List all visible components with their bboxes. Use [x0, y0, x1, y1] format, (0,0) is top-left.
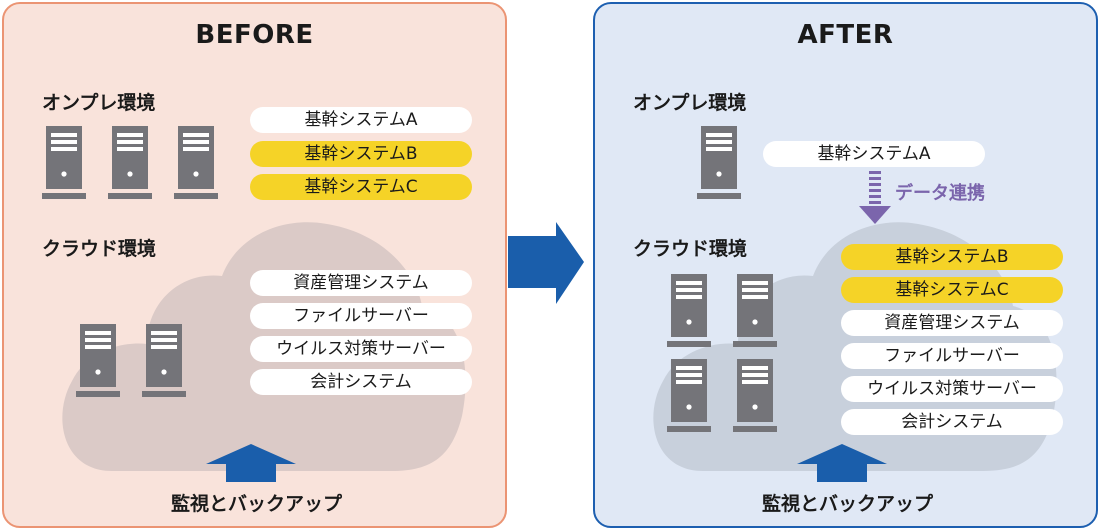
system-pill-core-b: 基幹システムB	[250, 141, 472, 167]
system-pill-core-c: 基幹システムC	[250, 174, 472, 200]
before-cloud-label: クラウド環境	[42, 238, 157, 260]
system-pill-core-c: 基幹システムC	[841, 277, 1063, 303]
before-onprem-label: オンプレ環境	[42, 92, 156, 114]
up-arrow-icon	[206, 444, 296, 482]
system-pill-core-a: 基幹システムA	[250, 107, 472, 133]
right-arrow-icon	[508, 222, 584, 304]
after-title: AFTER	[797, 20, 894, 50]
before-title: BEFORE	[195, 20, 314, 50]
system-pill-antivirus: ウイルス対策サーバー	[250, 336, 472, 362]
system-pill-antivirus: ウイルス対策サーバー	[841, 376, 1063, 402]
after-onprem-label: オンプレ環境	[633, 92, 747, 114]
system-pill-fileserver: ファイルサーバー	[250, 303, 472, 329]
system-pill-asset: 資産管理システム	[250, 270, 472, 296]
after-panel: AFTER オンプレ環境 基幹システムA データ連携 クラウド環境 基幹システム…	[593, 2, 1098, 528]
system-pill-core-a: 基幹システムA	[763, 141, 985, 167]
server-icon	[733, 274, 777, 349]
system-pill-asset: 資産管理システム	[841, 310, 1063, 336]
server-icon	[108, 126, 152, 201]
server-icon	[142, 324, 186, 399]
before-monitoring-label: 監視とバックアップ	[170, 493, 342, 515]
up-arrow-icon	[797, 444, 887, 482]
before-panel: BEFORE オンプレ環境 基幹システムA 基幹システムB 基幹システムC クラ…	[2, 2, 507, 528]
data-sync-label: データ連携	[895, 183, 985, 204]
server-icon	[174, 126, 218, 201]
after-monitoring-label: 監視とバックアップ	[761, 493, 933, 515]
system-pill-fileserver: ファイルサーバー	[841, 343, 1063, 369]
server-icon	[733, 359, 777, 434]
server-icon	[42, 126, 86, 201]
system-pill-core-b: 基幹システムB	[841, 244, 1063, 270]
system-pill-accounting: 会計システム	[250, 369, 472, 395]
server-icon	[76, 324, 120, 399]
data-sync-arrow-icon	[859, 171, 891, 224]
server-icon	[697, 126, 741, 201]
server-icon	[667, 274, 711, 349]
server-icon	[667, 359, 711, 434]
after-cloud-label: クラウド環境	[633, 238, 748, 260]
system-pill-accounting: 会計システム	[841, 409, 1063, 435]
